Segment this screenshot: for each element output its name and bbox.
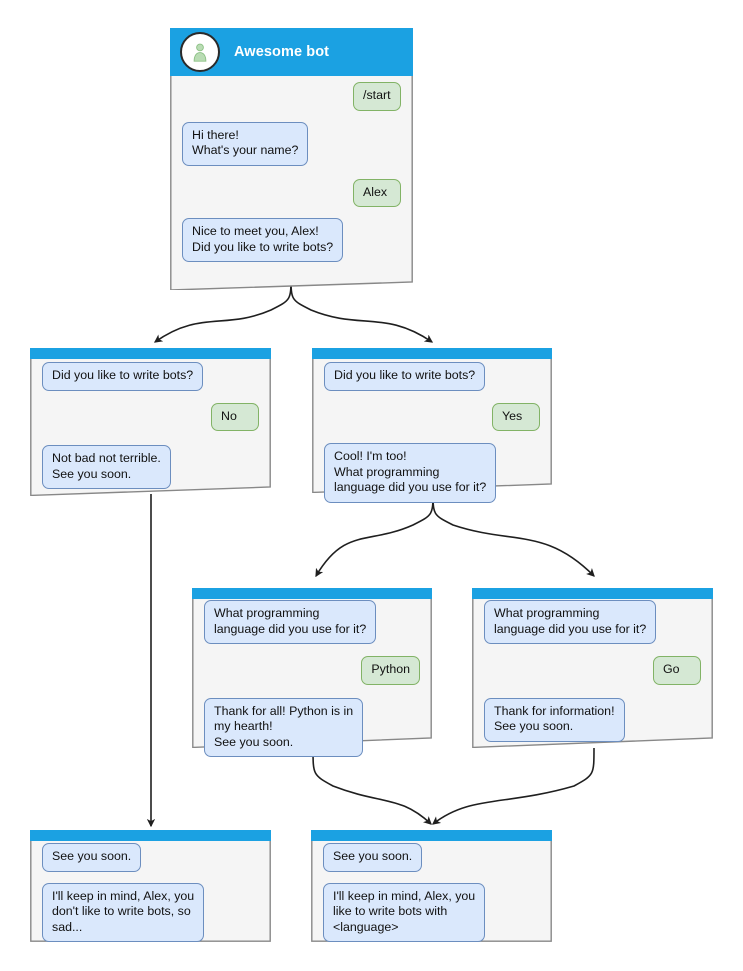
card-end-sad[interactable]: See you soon. I'll keep in mind, Alex, y…: [30, 830, 271, 942]
message-row: I'll keep in mind, Alex, you like to wri…: [323, 882, 540, 942]
card-yes-branch[interactable]: Did you like to write bots? Yes Cool! I'…: [312, 348, 552, 503]
go-branch-message-list: What programming language did you use fo…: [472, 600, 713, 742]
user-message-bubble[interactable]: Yes: [492, 402, 540, 431]
message-row: What programming language did you use fo…: [484, 600, 701, 644]
bot-message-bubble[interactable]: Not bad not terrible. See you soon.: [42, 445, 171, 489]
yes-branch-message-list: Did you like to write bots? Yes Cool! I'…: [312, 362, 552, 503]
card-no-branch[interactable]: Did you like to write bots? No Not bad n…: [30, 348, 271, 496]
bot-message-bubble[interactable]: What programming language did you use fo…: [204, 600, 377, 644]
card-header-bar: [192, 588, 432, 599]
end-sad-message-list: See you soon. I'll keep in mind, Alex, y…: [30, 843, 271, 942]
card-no-branch-content: Did you like to write bots? No Not bad n…: [30, 348, 271, 496]
user-message-bubble[interactable]: Go: [653, 656, 701, 685]
card-header-bar: [30, 830, 271, 841]
message-row: Did you like to write bots?: [42, 362, 259, 391]
person-avatar-icon: [180, 32, 220, 72]
user-message-bubble[interactable]: Alex: [353, 178, 401, 207]
card-end-happy[interactable]: See you soon. I'll keep in mind, Alex, y…: [311, 830, 552, 942]
connector-yes-to-python: [315, 490, 434, 578]
bot-message-bubble[interactable]: Thank for all! Python is in my hearth! S…: [204, 697, 364, 757]
card-python-branch[interactable]: What programming language did you use fo…: [192, 588, 432, 757]
card-header-bar: [311, 830, 552, 841]
message-row: Hi there! What's your name?: [182, 121, 401, 166]
card-go-branch-content: What programming language did you use fo…: [472, 588, 713, 748]
bot-message-bubble[interactable]: What programming language did you use fo…: [484, 600, 657, 644]
root-message-list: /start Hi there! What's your name? Alex …: [170, 82, 413, 262]
python-branch-message-list: What programming language did you use fo…: [192, 600, 432, 757]
message-row: Alex: [182, 178, 401, 207]
message-row: Yes: [324, 402, 540, 431]
card-go-branch[interactable]: What programming language did you use fo…: [472, 588, 713, 748]
no-branch-message-list: Did you like to write bots? No Not bad n…: [30, 362, 271, 489]
message-row: Did you like to write bots?: [324, 362, 540, 391]
bot-message-bubble[interactable]: Did you like to write bots?: [42, 362, 204, 391]
card-root-conversation[interactable]: Awesome bot /start Hi there! What's your…: [170, 28, 413, 290]
message-row: Thank for all! Python is in my hearth! S…: [204, 697, 420, 757]
card-header-bar: [472, 588, 713, 599]
card-root-content: Awesome bot /start Hi there! What's your…: [170, 28, 413, 290]
connector-python-to-end-happy: [312, 747, 432, 825]
message-row: Thank for information! See you soon.: [484, 697, 701, 742]
bot-message-bubble[interactable]: Cool! I'm too! What programming language…: [324, 443, 497, 503]
connector-yes-to-go: [432, 490, 595, 577]
card-header-bar: [312, 348, 552, 359]
message-row: I'll keep in mind, Alex, you don't like …: [42, 882, 259, 942]
bot-message-bubble[interactable]: I'll keep in mind, Alex, you like to wri…: [323, 882, 486, 942]
card-end-sad-content: See you soon. I'll keep in mind, Alex, y…: [30, 830, 271, 942]
end-happy-message-list: See you soon. I'll keep in mind, Alex, y…: [311, 843, 552, 942]
user-message-bubble[interactable]: No: [211, 402, 259, 431]
message-row: Not bad not terrible. See you soon.: [42, 445, 259, 489]
message-row: Nice to meet you, Alex! Did you like to …: [182, 218, 401, 262]
bot-message-bubble[interactable]: Thank for information! See you soon.: [484, 697, 625, 742]
bot-message-bubble[interactable]: Nice to meet you, Alex! Did you like to …: [182, 218, 344, 262]
message-row: See you soon.: [42, 843, 259, 872]
card-yes-branch-content: Did you like to write bots? Yes Cool! I'…: [312, 348, 552, 503]
card-end-happy-content: See you soon. I'll keep in mind, Alex, y…: [311, 830, 552, 942]
message-row: Python: [204, 656, 420, 685]
message-row: Go: [484, 656, 701, 685]
card-header-bar: [30, 348, 271, 359]
bot-message-bubble[interactable]: See you soon.: [323, 843, 423, 872]
message-row: What programming language did you use fo…: [204, 600, 420, 644]
bot-header: Awesome bot: [170, 28, 413, 76]
bot-message-bubble[interactable]: I'll keep in mind, Alex, you don't like …: [42, 882, 205, 942]
bot-title: Awesome bot: [234, 44, 330, 60]
card-python-branch-content: What programming language did you use fo…: [192, 588, 432, 757]
bot-message-bubble[interactable]: See you soon.: [42, 843, 142, 872]
message-row: /start: [182, 82, 401, 111]
user-message-bubble[interactable]: /start: [353, 82, 401, 111]
connector-go-to-end-happy: [432, 747, 595, 825]
message-row: Cool! I'm too! What programming language…: [324, 443, 540, 503]
user-message-bubble[interactable]: Python: [361, 656, 420, 685]
message-row: See you soon.: [323, 843, 540, 872]
bot-message-bubble[interactable]: Did you like to write bots?: [324, 362, 486, 391]
message-row: No: [42, 402, 259, 431]
bot-message-bubble[interactable]: Hi there! What's your name?: [182, 121, 309, 166]
